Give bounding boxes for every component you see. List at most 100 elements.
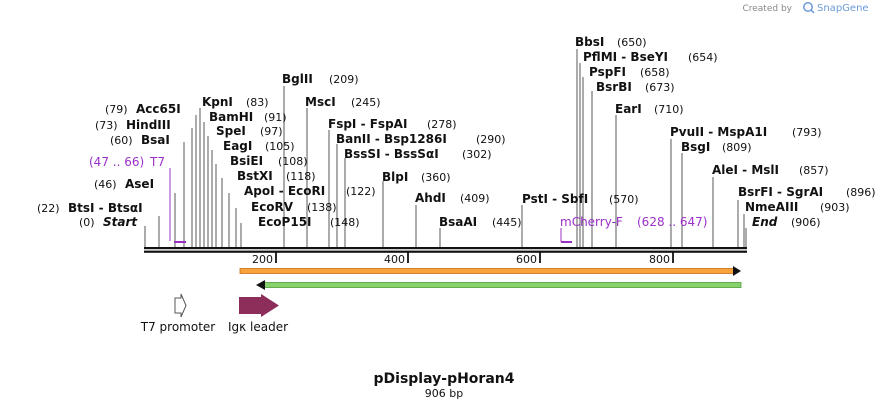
site-position: (148) [330,216,360,229]
site-labels: BtsI - BtsαI (22) AseI (46) BsaI (60) Hi… [37,35,876,229]
site-position: (673) [645,81,675,94]
site-label[interactable]: BstXI [237,169,273,183]
site-position: (83) [246,96,269,109]
site-label[interactable]: BsiEI [230,154,263,168]
site-position: (809) [722,141,752,154]
site-position: (654) [688,51,718,64]
igk-leader-arrow-icon [239,294,279,317]
site-label[interactable]: BanII - Bsp1286I [336,132,447,146]
ruler-label: 200 [252,253,273,266]
ruler-label: 800 [649,253,670,266]
site-label[interactable]: MscI [305,95,336,109]
start-position: (0) [79,216,95,229]
site-position: (710) [654,103,684,116]
ruler: 200 400 600 800 [252,252,674,266]
site-position: (209) [329,73,359,86]
site-label[interactable]: AseI [125,177,154,191]
site-label[interactable]: PspFI [589,65,626,79]
site-label[interactable]: BssSI - BssSαI [344,147,439,161]
site-position: (857) [799,164,829,177]
site-label[interactable]: AhdI [415,191,446,205]
site-label[interactable]: BglII [282,72,313,86]
t7-promoter-label: T7 promoter [140,320,216,334]
start-label: Start [103,215,138,229]
snapgene-credit: Created by SnapGene [742,2,869,14]
site-label[interactable]: EagI [223,139,252,153]
credit-text: Created by [742,4,792,14]
map-title: pDisplay-pHoran4 [374,371,515,387]
end-position: (906) [791,216,821,229]
feature-green-arrow[interactable] [256,280,742,290]
feature-t7-promoter[interactable]: T7 promoter [140,293,216,334]
site-position: (122) [346,185,376,198]
igk-leader-label: Igκ leader [228,320,288,334]
site-label[interactable]: BtsI - BtsαI [68,201,143,215]
site-position: (570) [609,193,639,206]
site-label[interactable]: FspI - FspAI [328,117,407,131]
site-position: (245) [351,96,381,109]
end-label: End [752,215,778,229]
site-position: (650) [617,36,647,49]
site-position: (46) [94,178,117,191]
site-label[interactable]: PvuII - MspA1I [670,125,767,139]
site-position: (903) [820,201,850,214]
t7-promoter-arrow-icon [174,293,187,318]
site-position: (79) [105,103,128,116]
site-label[interactable]: EcoP15I [258,215,312,229]
site-label[interactable]: BlpI [382,170,408,184]
sequence-ends: (0) Start End (906) [79,215,821,229]
site-label[interactable]: SpeI [216,124,246,138]
site-position: (278) [427,118,457,131]
site-position: (73) [95,119,118,132]
site-position: (105) [265,140,295,153]
ruler-label: 600 [516,253,537,266]
site-position: (97) [260,125,283,138]
brand-text: SnapGene [817,3,869,14]
site-label[interactable]: HindIII [126,118,171,132]
site-label[interactable]: BsaAI [439,215,477,229]
site-label[interactable]: BbsI [575,35,604,49]
primer-mcherry-f-range: (628 .. 647) [637,215,707,229]
site-label[interactable]: AleI - MslI [712,163,779,177]
site-position: (118) [286,170,316,183]
site-position: (108) [278,155,308,168]
site-position: (409) [460,192,490,205]
site-label[interactable]: Acc65I [136,102,181,116]
site-label[interactable]: BsrBI [596,80,632,94]
sequence-backbone [144,247,747,253]
site-position: (91) [264,111,287,124]
site-position: (22) [37,202,60,215]
site-label[interactable]: PflMI - BseYI [583,50,668,64]
site-label[interactable]: BsaI [141,133,170,147]
site-position: (658) [640,66,670,79]
site-position: (360) [421,171,451,184]
site-position: (445) [492,216,522,229]
site-label[interactable]: ApoI - EcoRI [244,184,325,198]
primer-mcherry-f-label: mCherry-F [560,215,623,229]
site-position: (793) [792,126,822,139]
site-position: (302) [462,148,492,161]
primer-mcherry-f[interactable]: mCherry-F (628 .. 647) [560,215,707,243]
primer-t7-range: (47 .. 66) [89,155,144,169]
site-label[interactable]: EcoRV [251,200,294,214]
snapgene-logo-icon [803,2,815,14]
feature-igk-leader[interactable]: Igκ leader [228,294,288,334]
site-position: (290) [476,133,506,146]
site-ticks [144,49,747,247]
site-label[interactable]: PstI - SbfI [522,192,588,206]
site-label[interactable]: EarI [615,102,642,116]
site-position: (60) [110,134,133,147]
map-length: 906 bp [425,387,463,400]
primer-t7[interactable]: T7 (47 .. 66) [89,155,186,243]
site-position: (138) [307,201,337,214]
primer-t7-label: T7 [149,155,165,169]
site-label[interactable]: KpnI [202,95,233,109]
site-label[interactable]: NmeAIII [745,200,798,214]
feature-orange-arrow[interactable] [239,266,741,276]
site-position: (896) [846,186,876,199]
site-label[interactable]: BsgI [681,140,710,154]
site-label[interactable]: BsrFI - SgrAI [738,185,823,199]
site-label[interactable]: BamHI [209,110,253,124]
